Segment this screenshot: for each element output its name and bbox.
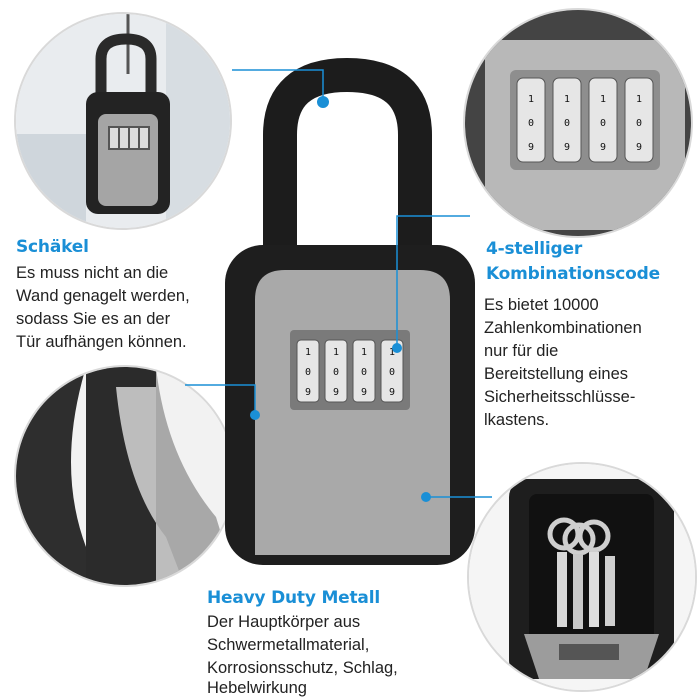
closeup-dial-4-bot: 9 [636, 142, 642, 153]
combination-line-5: Sicherheitsschlüsse- [484, 388, 636, 406]
metal-line-3: Korrosionsschutz, Schlag, [207, 659, 398, 677]
main-dial-2-top: 1 [333, 347, 339, 358]
main-dial-1-bot: 9 [305, 387, 311, 398]
shackle-line-1: Es muss nicht an die [16, 264, 169, 282]
combination-dial-closeup-circle: 1 0 9 1 0 9 1 0 9 1 0 9 [463, 8, 693, 238]
closeup-dial-1-mid: 0 [528, 118, 534, 129]
closeup-dial-1-bot: 9 [528, 142, 534, 153]
closeup-dial-1-top: 1 [528, 94, 534, 105]
main-dial-wheels: 1 0 9 1 0 9 1 0 9 1 0 9 [296, 339, 404, 403]
combination-heading-line-2: Kombinationscode [486, 264, 660, 284]
main-dial-1-mid: 0 [305, 367, 311, 378]
main-dial-3-top: 1 [361, 347, 367, 358]
main-dial-2-bot: 9 [333, 387, 339, 398]
callout-dot-metal-edge [250, 410, 260, 420]
callout-dot-metal-box [421, 492, 431, 502]
combination-line-3: nur für die [484, 342, 559, 360]
main-dial-4-bot: 9 [389, 387, 395, 398]
callout-line-combination [396, 215, 470, 348]
main-dial-2-mid: 0 [333, 367, 339, 378]
metal-line-4: Hebelwirkung [207, 679, 307, 697]
combination-line-6: lkastens. [484, 411, 550, 429]
closeup-dial-4-top: 1 [636, 94, 642, 105]
main-dial-4-top: 1 [389, 347, 395, 358]
main-dial-4-mid: 0 [389, 367, 395, 378]
closeup-dial-3-bot: 9 [600, 142, 606, 153]
closeup-dial-2-top: 1 [564, 94, 570, 105]
closeup-dial-3-top: 1 [600, 94, 606, 105]
closeup-dial-2-mid: 0 [564, 118, 570, 129]
metal-line-2: Schwermetallmaterial, [207, 636, 370, 654]
open-box-illustration [469, 464, 695, 690]
metal-body-edge-circle [14, 365, 236, 587]
callout-dot-shackle [317, 96, 329, 108]
main-dial-1-top: 1 [305, 347, 311, 358]
main-dial-3-mid: 0 [361, 367, 367, 378]
metal-heading: Heavy Duty Metall [207, 588, 380, 608]
metal-line-1: Der Hauptkörper aus [207, 613, 361, 631]
shackle-line-4: Tür aufhängen können. [16, 333, 187, 351]
open-box-keys-circle [467, 462, 697, 692]
combination-line-4: Bereitstellung eines [484, 365, 629, 383]
metal-edge-illustration [16, 367, 234, 585]
lockbox-main-illustration: 1 0 9 1 0 9 1 0 9 1 0 9 [225, 57, 475, 565]
callout-dot-combination [392, 343, 402, 353]
closeup-dial-4-mid: 0 [636, 118, 642, 129]
callout-line-shackle [232, 69, 324, 102]
closeup-dial-3-mid: 0 [600, 118, 606, 129]
combination-line-1: Es bietet 10000 [484, 296, 599, 314]
shackle-heading: Schäkel [16, 237, 89, 257]
closeup-dial-wheels: 1 0 9 1 0 9 1 0 9 1 0 9 [516, 77, 654, 163]
main-dial-3-bot: 9 [361, 387, 367, 398]
shackle-line-2: Wand genagelt werden, [16, 287, 190, 305]
shackle-line-3: sodass Sie es an der [16, 310, 171, 328]
combination-heading-line-1: 4-stelliger [486, 239, 583, 259]
closeup-dial-2-bot: 9 [564, 142, 570, 153]
dial-closeup-illustration: 1 0 9 1 0 9 1 0 9 1 0 9 [465, 10, 691, 236]
combination-line-2: Zahlenkombinationen [484, 319, 642, 337]
callout-line-metal-edge [185, 384, 256, 415]
